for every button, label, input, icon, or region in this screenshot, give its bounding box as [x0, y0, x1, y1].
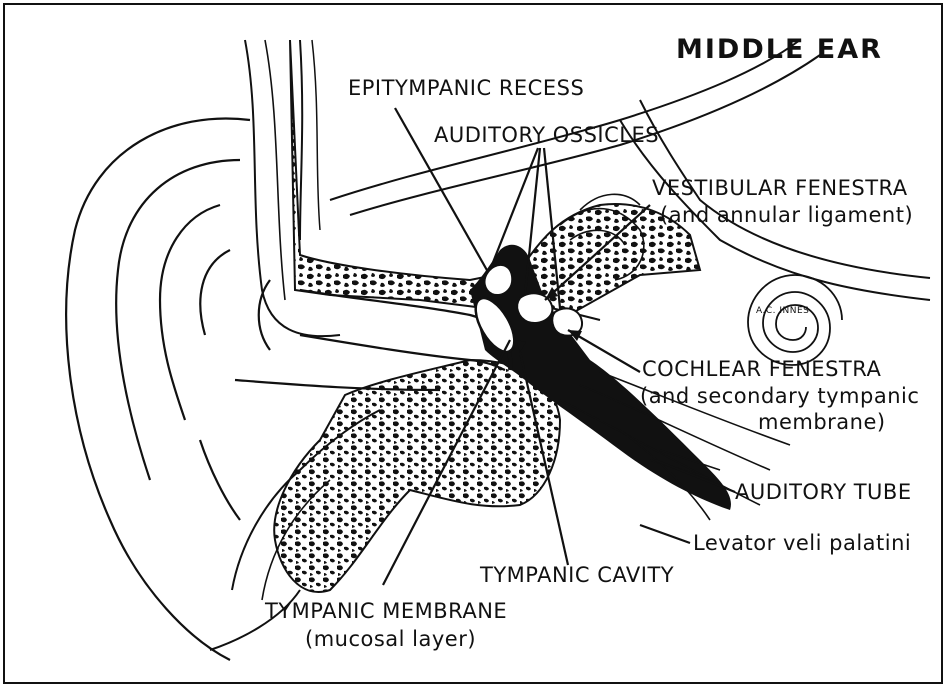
label-vestibular-fenestra-sub: (and annular ligament) — [660, 203, 913, 227]
label-tympanic-membrane-sub: (mucosal layer) — [305, 627, 476, 651]
cochlea-spiral — [748, 275, 842, 365]
label-cochlear-fenestra: COCHLEAR FENESTRA — [642, 357, 881, 381]
label-tympanic-membrane: TYMPANIC MEMBRANE — [265, 599, 507, 623]
leader-levator — [640, 525, 690, 543]
label-tympanic-cavity: TYMPANIC CAVITY — [480, 563, 674, 587]
artist-signature: A.C. INNES — [756, 306, 809, 316]
label-auditory-tube: AUDITORY TUBE — [735, 480, 912, 504]
label-cochlear-fenestra-sub2: membrane) — [758, 410, 886, 434]
label-epitympanic-recess: EPITYMPANIC RECESS — [348, 76, 584, 100]
diagram-title: MIDDLE EAR — [676, 34, 883, 65]
label-levator-veli-palatini: Levator veli palatini — [693, 531, 911, 555]
label-cochlear-fenestra-sub1: (and secondary tympanic — [640, 384, 919, 408]
label-vestibular-fenestra: VESTIBULAR FENESTRA — [652, 176, 908, 200]
auricle-outline — [66, 118, 270, 660]
label-auditory-ossicles: AUDITORY OSSICLES — [434, 123, 659, 147]
